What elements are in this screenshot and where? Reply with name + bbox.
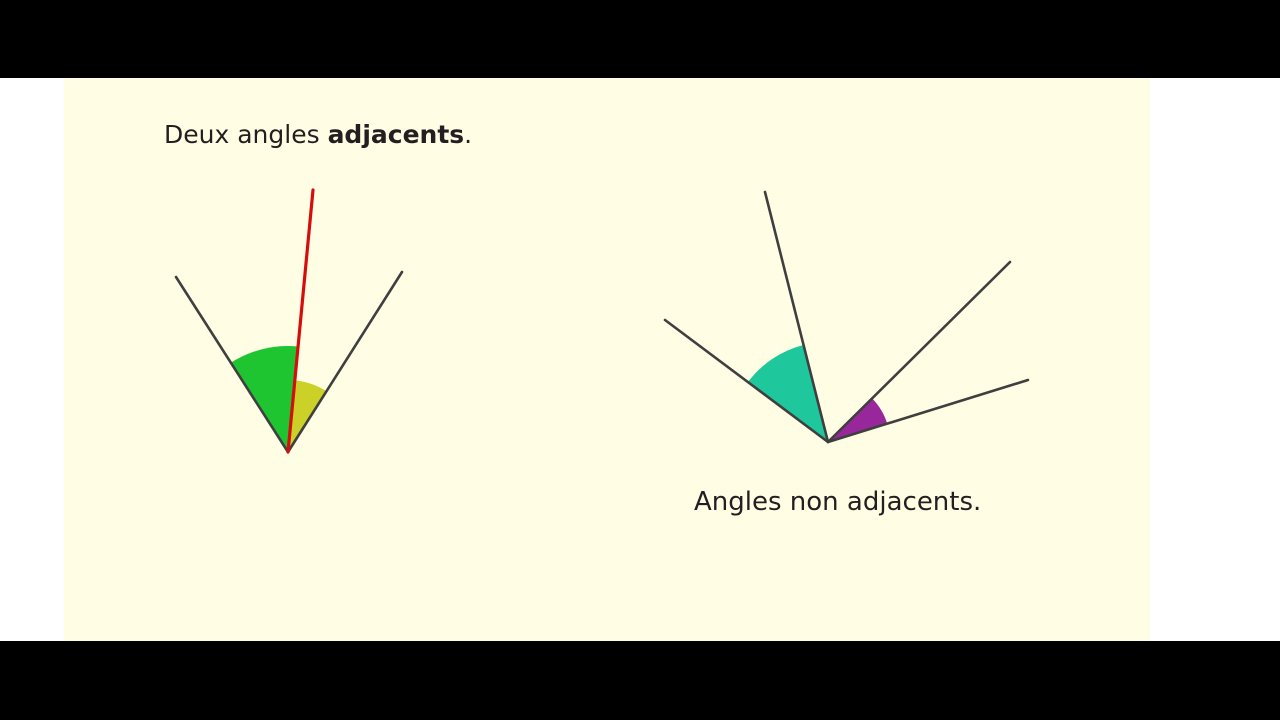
angle-teal-sector [747,345,828,442]
letterbox-bar-top [0,0,1280,78]
ray-right [286,270,404,454]
ray-shared-red [286,188,315,454]
caption-adjacent-bold: adjacents [328,120,465,149]
caption-adjacent-prefix: Deux angles [164,120,328,149]
geometry-illustration: Deux angles adjacents. [164,120,1030,517]
ray-4 [826,378,1030,444]
caption-adjacent: Deux angles adjacents. [164,120,472,149]
non-adjacent-angles-figure [663,190,1030,444]
angle-green-sector [230,346,299,452]
ray-left [174,275,290,454]
caption-adjacent-suffix: . [464,120,472,149]
video-frame: Deux angles adjacents. [0,78,1280,641]
ray-1 [663,318,830,444]
letterbox-bar-bottom [0,641,1280,720]
ray-3 [826,260,1012,444]
angle-yellow-sector [288,380,327,452]
caption-non-adjacent: Angles non adjacents. [694,487,981,517]
adjacent-angles-figure [174,188,404,454]
ray-2 [763,190,830,444]
angle-purple-sector [828,398,888,442]
